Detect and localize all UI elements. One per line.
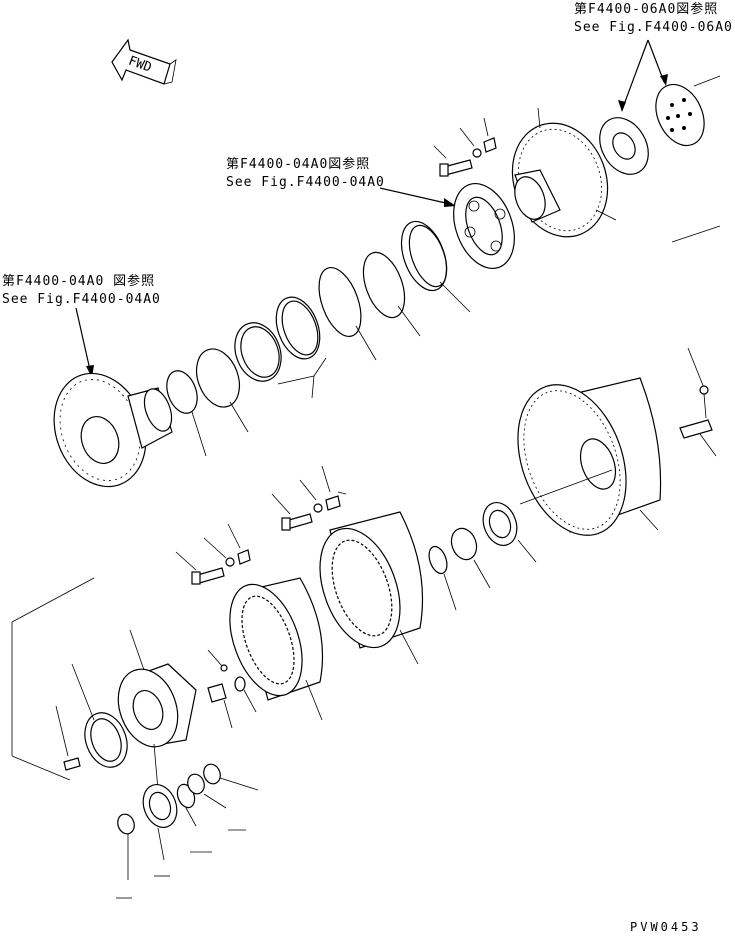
ref-06a0-jp: 第F4400-06A0図参照 — [574, 1, 718, 17]
cover-plate — [655, 83, 705, 147]
fwd-arrow: FWD — [111, 38, 177, 85]
shim-plate — [599, 75, 721, 243]
seal-ring-stack — [166, 220, 471, 457]
ref-06a0-en: See Fig.F4400-06A0 — [574, 20, 733, 35]
ref-04a0-left-en: See Fig.F4400-04A0 — [2, 292, 161, 307]
housing-ring — [229, 577, 324, 721]
reference-arrows — [75, 39, 668, 378]
bearing-top — [453, 182, 515, 270]
drawing-code: PVW0453 — [630, 920, 702, 934]
motor-flange — [53, 372, 173, 488]
ref-04a0-top-jp: 第F4400-04A0図参照 — [226, 156, 370, 172]
bolt-set-center — [271, 465, 347, 531]
sprocket-hub — [511, 107, 617, 238]
bearing-collar — [428, 469, 613, 611]
planetary-carrier — [117, 629, 197, 791]
drum-housing — [517, 377, 662, 536]
thrust-washer — [11, 577, 128, 781]
gear-stack-bottom — [116, 763, 259, 899]
ring-gear — [319, 511, 424, 665]
bolt-set-top — [433, 117, 497, 177]
ref-04a0-top-en: See Fig.F4400-04A0 — [226, 175, 385, 190]
pin-left — [207, 649, 257, 729]
ref-04a0-left-jp: 第F4400-04A0 図参照 — [2, 273, 155, 289]
bolt-set-left — [175, 523, 251, 585]
pin-right — [679, 347, 717, 457]
